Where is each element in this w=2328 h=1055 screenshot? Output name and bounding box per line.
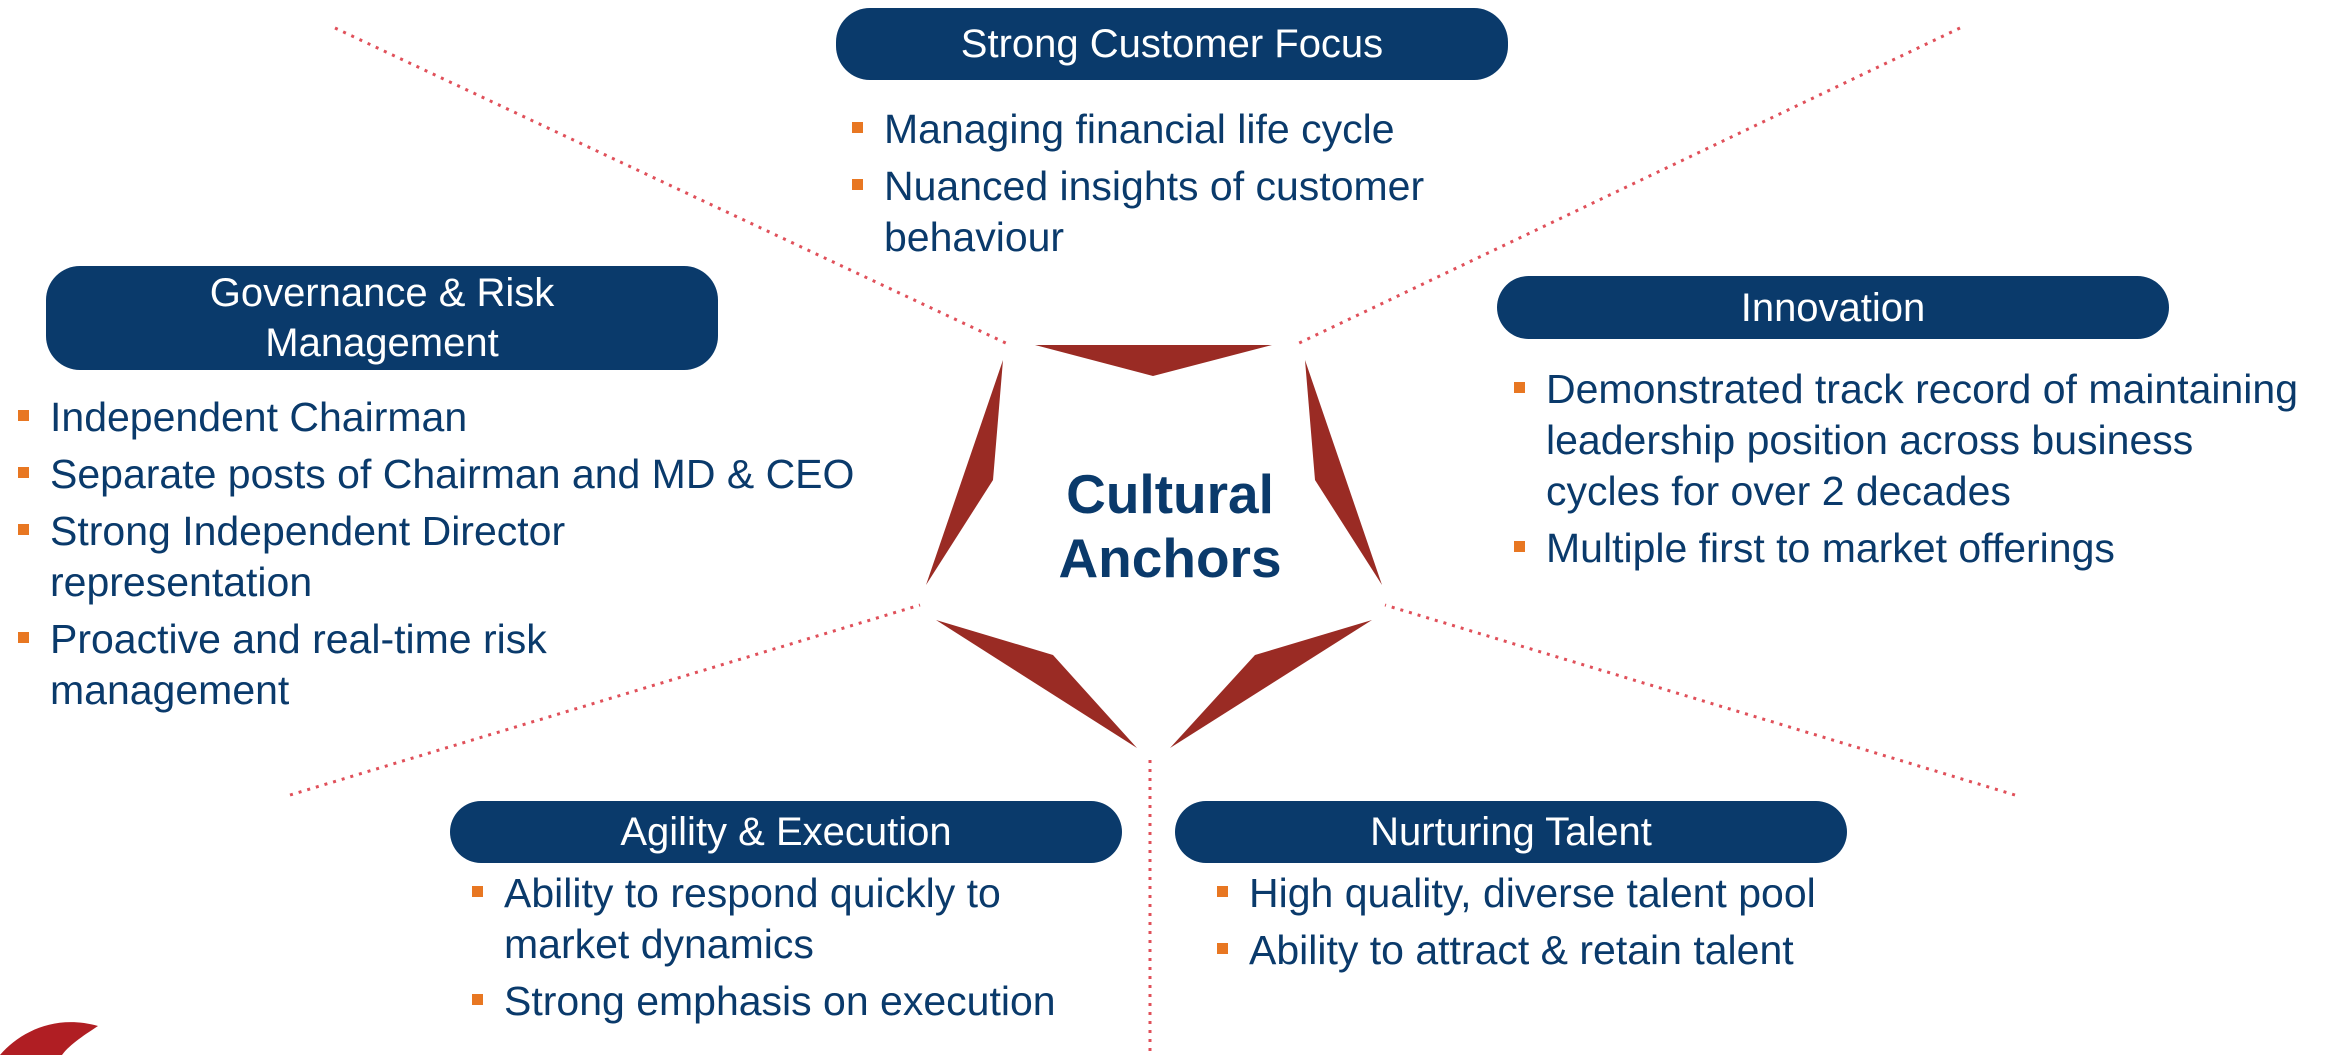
star-point-left <box>926 360 1003 585</box>
bullet-marker <box>1217 943 1228 954</box>
customer-focus-list: Managing financial life cycle Nuanced in… <box>850 104 1490 269</box>
governance-list: Independent Chairman Separate posts of C… <box>16 392 916 722</box>
bullet-marker <box>18 410 29 421</box>
list-item: Independent Chairman <box>16 392 916 443</box>
bullet-marker <box>1514 541 1525 552</box>
list-item: Nuanced insights of customer behaviour <box>850 161 1490 263</box>
talent-title: Nurturing Talent <box>1370 810 1652 854</box>
bullet-marker <box>18 632 29 643</box>
bullet-marker <box>472 886 483 897</box>
list-item: Strong emphasis on execution <box>470 976 1120 1027</box>
innovation-list: Demonstrated track record of maintaining… <box>1512 364 2312 580</box>
bullet-marker <box>472 994 483 1005</box>
center-title-line2: Anchors <box>1058 527 1282 589</box>
bullet-marker <box>1217 886 1228 897</box>
governance-title-line2: Management <box>265 321 499 365</box>
bullet-marker <box>1514 382 1525 393</box>
star-point-top <box>1035 345 1272 376</box>
agility-list: Ability to respond quickly to market dyn… <box>470 868 1120 1033</box>
divider-line-top-left <box>334 26 1011 347</box>
center-title: Cultural Anchors <box>1040 462 1300 590</box>
agility-header: Agility & Execution <box>450 801 1122 863</box>
innovation-header: Innovation <box>1497 276 2169 339</box>
divider-line-bottom-right <box>1384 603 2016 797</box>
list-item: Demonstrated track record of maintaining… <box>1512 364 2312 517</box>
customer-focus-header: Strong Customer Focus <box>836 8 1508 80</box>
list-item: High quality, diverse talent pool <box>1215 868 1915 919</box>
star-point-bottom-right <box>1170 620 1372 748</box>
bullet-marker <box>18 524 29 535</box>
bullet-marker <box>18 467 29 478</box>
divider-line-bottom-left <box>289 603 921 797</box>
list-item: Managing financial life cycle <box>850 104 1490 155</box>
bullet-marker <box>852 179 863 190</box>
bullet-marker <box>852 122 863 133</box>
divider-line-top-right <box>1294 26 1961 347</box>
logo-fragment <box>0 1022 98 1055</box>
governance-title-line1: Governance & Risk <box>209 271 555 315</box>
customer-focus-title: Strong Customer Focus <box>960 22 1384 66</box>
talent-header: Nurturing Talent <box>1175 801 1847 863</box>
talent-list: High quality, diverse talent pool Abilit… <box>1215 868 1915 982</box>
star-point-bottom-left <box>936 620 1137 748</box>
list-item: Strong Independent Director representati… <box>16 506 650 608</box>
list-item: Multiple first to market offerings <box>1512 523 2312 574</box>
agility-title: Agility & Execution <box>620 810 952 854</box>
list-item: Proactive and real-time risk management <box>16 614 650 716</box>
list-item: Separate posts of Chairman and MD & CEO <box>16 449 916 500</box>
center-title-line1: Cultural <box>1066 463 1274 525</box>
list-item: Ability to attract & retain talent <box>1215 925 1915 976</box>
innovation-title: Innovation <box>1740 285 1926 330</box>
star-point-right <box>1305 360 1382 585</box>
list-item: Ability to respond quickly to market dyn… <box>470 868 1120 970</box>
governance-header: Governance & Risk Management <box>46 266 718 370</box>
